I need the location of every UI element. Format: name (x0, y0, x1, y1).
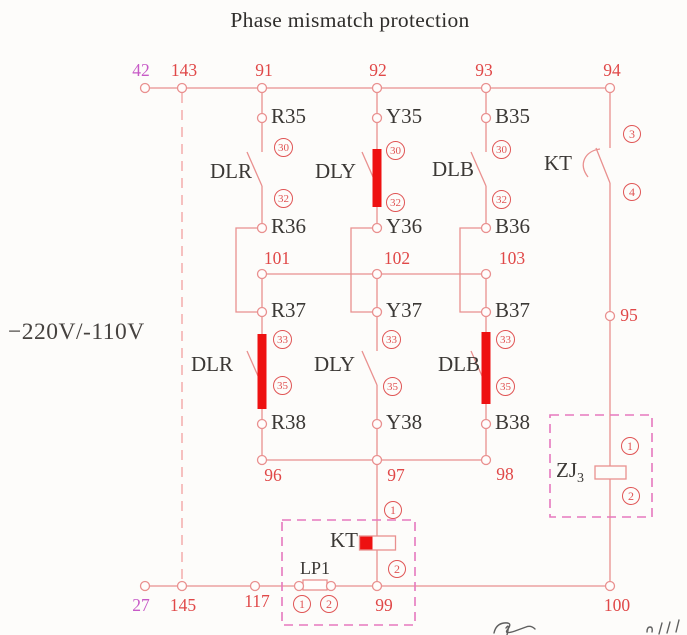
contact-label-dly-upper: DLY (315, 159, 357, 183)
contact-label-dlr-upper: DLR (210, 159, 252, 183)
kt-time-delay-arc (582, 148, 601, 178)
terminal-label-y37: Y37 (386, 298, 423, 322)
r36-r37-jumper (235, 227, 258, 313)
highlight-bars (257, 149, 491, 409)
column-b-wires (459, 93, 487, 455)
dlb-upper-contact-blade (470, 151, 487, 187)
terminal-label-y38: Y38 (386, 410, 423, 434)
pin-dlb-upper-30: 30 (492, 140, 511, 159)
kt-coil-filled-part (359, 536, 373, 550)
kt-coil-symbol (358, 535, 397, 551)
pin-dly-upper-30: 30 (386, 141, 405, 160)
kt-lp1-dashed-box (281, 519, 416, 626)
node-label-99: 99 (375, 595, 393, 615)
contact-label-dly-lower: DLY (314, 352, 356, 376)
node-label-91: 91 (255, 60, 273, 80)
node-label-103: 103 (498, 248, 526, 268)
dashed-boxes (281, 414, 653, 626)
pin-dly-lower-35: 35 (383, 377, 402, 396)
kt-contact-blade (595, 147, 611, 184)
column-kt-wires (582, 93, 611, 581)
node-label-42: 42 (132, 60, 150, 80)
pin-kt-4: 4 (623, 183, 641, 201)
node-label-94: 94 (603, 60, 621, 80)
pin-zj3-1: 1 (621, 437, 639, 455)
terminal-label-y35: Y35 (386, 104, 423, 128)
coil-label-kt: KT (330, 528, 358, 552)
terminal-label-b36: B36 (495, 214, 531, 238)
link-label-lp1: LP1 (300, 558, 331, 578)
pin-lp1-1: 1 (293, 595, 311, 613)
contact-label-dlb-upper: DLB (432, 157, 474, 181)
coil-symbols (302, 465, 627, 591)
zj3-coil-symbol (594, 465, 627, 480)
pin-dlb-upper-32: 32 (492, 190, 511, 209)
terminal-label-r36: R36 (271, 214, 307, 238)
terminal-label-y36: Y36 (386, 214, 423, 238)
pin-zj3-2: 2 (622, 487, 640, 505)
terminal-label-r37: R37 (271, 298, 307, 322)
dlb-lower-highlight-bar (481, 332, 491, 404)
dlr-upper-contact-blade (246, 151, 263, 187)
pin-dlr-upper-30: 30 (274, 138, 293, 157)
terminal-label-b37: B37 (495, 298, 531, 322)
handwriting-scribble (493, 619, 680, 635)
pin-kt-3: 3 (623, 125, 641, 143)
coil-label-zj3: ZJ3 (556, 458, 584, 487)
node-label-117: 117 (244, 591, 270, 611)
contact-label-kt: KT (544, 151, 572, 175)
node-label-101: 101 (263, 248, 291, 268)
pin-kt-coil-1: 1 (384, 501, 402, 519)
pin-dly-upper-32: 32 (386, 193, 405, 212)
b36-b37-jumper (459, 227, 482, 313)
voltage-label: −220V/-110V (8, 319, 145, 345)
zj3-dashed-box (549, 414, 653, 518)
node-label-93: 93 (475, 60, 493, 80)
dly-lower-contact-blade (361, 350, 378, 386)
node-label-27: 27 (132, 595, 150, 615)
connection-nodes (139, 82, 616, 592)
node-label-97: 97 (387, 465, 405, 485)
node-label-98: 98 (496, 464, 514, 484)
terminal-label-r35: R35 (271, 104, 307, 128)
y36-y37-jumper (350, 227, 373, 313)
lp1-link-symbol (302, 579, 328, 591)
pin-dly-lower-33: 33 (382, 330, 401, 349)
node-label-95: 95 (620, 305, 638, 325)
pin-dlb-lower-33: 33 (496, 330, 515, 349)
pin-dlb-lower-35: 35 (496, 377, 515, 396)
pin-dlr-lower-33: 33 (273, 330, 292, 349)
pin-dlr-upper-32: 32 (274, 189, 293, 208)
terminal-label-r38: R38 (271, 410, 307, 434)
node-label-145: 145 (169, 595, 197, 615)
terminal-label-b38: B38 (495, 410, 531, 434)
node-label-100: 100 (603, 595, 631, 615)
contact-label-dlr-lower: DLR (191, 352, 233, 376)
diagram-title: Phase mismatch protection (230, 8, 470, 32)
node-label-96: 96 (264, 465, 282, 485)
pin-dlr-lower-35: 35 (273, 376, 292, 395)
terminal-label-b35: B35 (495, 104, 531, 128)
dlr-lower-highlight-bar (257, 334, 267, 409)
node-label-92: 92 (369, 60, 387, 80)
dly-upper-highlight-bar (372, 149, 382, 207)
node-label-143: 143 (170, 60, 198, 80)
pin-lp1-2: 2 (320, 595, 338, 613)
contact-label-dlb-lower: DLB (438, 352, 480, 376)
pin-kt-coil-2: 2 (388, 560, 406, 578)
node-label-102: 102 (383, 248, 411, 268)
